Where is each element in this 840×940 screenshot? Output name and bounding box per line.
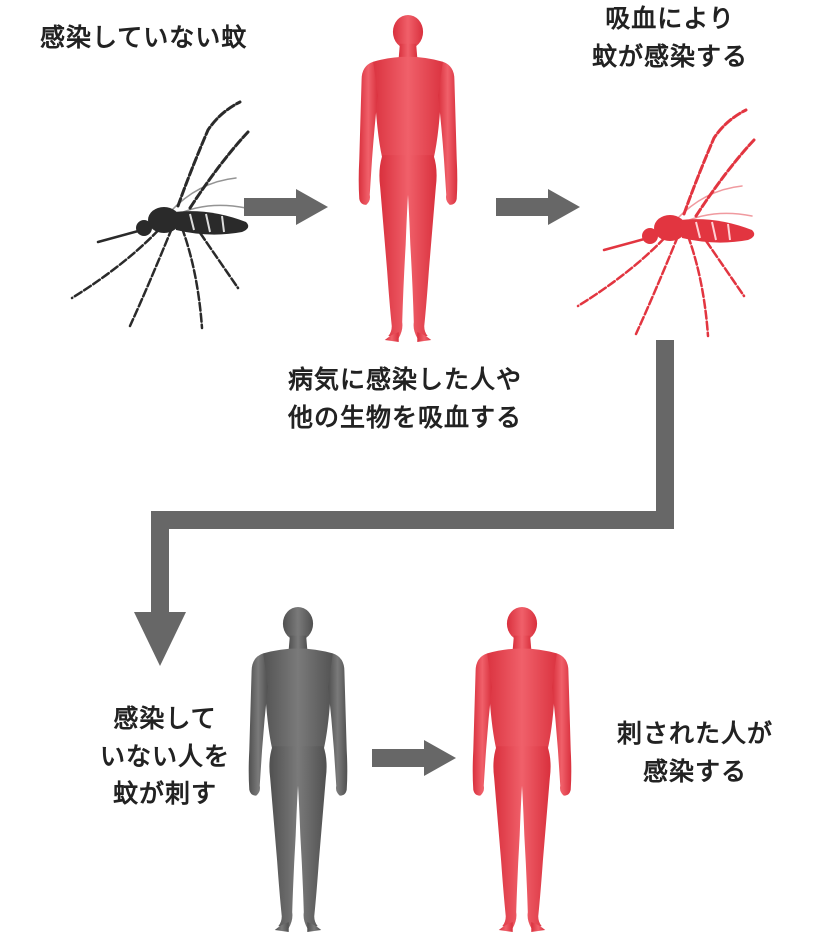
- bite-infects-line1: 吸血により: [605, 4, 735, 33]
- infected-mosquito-icon: [576, 108, 756, 338]
- bites-uninfected-line3: 蚊が刺す: [112, 779, 217, 808]
- connector-arrowhead: [134, 612, 186, 666]
- bites-uninfected-label: 感染して いない人を 蚊が刺す: [80, 700, 250, 813]
- sucks-blood-line2: 他の生物を吸血する: [287, 402, 522, 432]
- sucks-blood-label: 病気に感染した人や 他の生物を吸血する: [240, 361, 570, 436]
- sucks-blood-line1: 病気に感染した人や: [287, 365, 522, 394]
- bite-infects-label: 吸血により 蚊が感染する: [560, 0, 780, 75]
- uninfected-mosquito-label: 感染していない蚊: [40, 19, 247, 57]
- bitten-infected-line2: 感染する: [642, 756, 747, 786]
- uninfected-mosquito-text: 感染していない蚊: [40, 23, 248, 52]
- bite-infects-line2: 蚊が感染する: [591, 41, 748, 71]
- connector-line: [151, 340, 674, 620]
- bitten-infected-label: 刺された人が 感染する: [590, 715, 800, 790]
- bites-uninfected-line1: 感染して: [113, 704, 217, 733]
- mosquito-icon: [70, 100, 250, 330]
- bites-uninfected-line2: いない人を: [99, 741, 230, 771]
- newly-infected-person-icon: [472, 606, 572, 933]
- arrow-right-icon: [372, 740, 456, 776]
- bitten-infected-line1: 刺された人が: [616, 719, 773, 748]
- uninfected-person-icon: [248, 606, 348, 933]
